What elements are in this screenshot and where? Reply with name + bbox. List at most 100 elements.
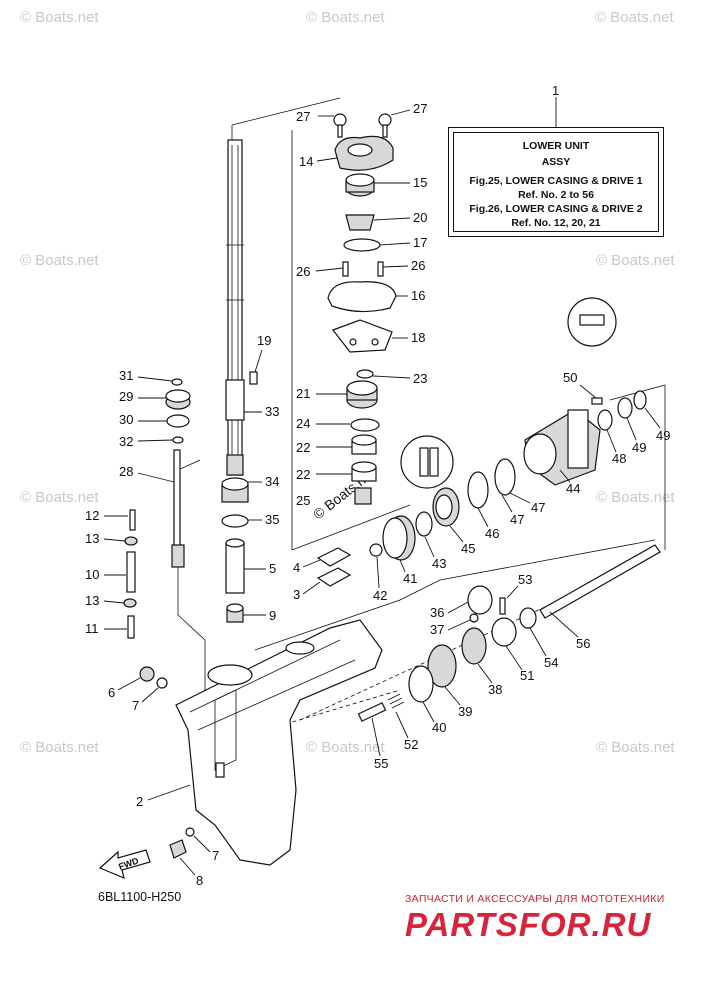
callout-43: 43 (432, 556, 446, 571)
callout-20: 20 (413, 210, 427, 225)
legend-title-1: LOWER UNIT (522, 140, 590, 152)
left-fasteners (123, 509, 168, 689)
shop-subtitle: ЗАПЧАСТИ И АКСЕССУАРЫ ДЛЯ МОТОТЕХНИКИ (405, 893, 665, 905)
callout-16: 16 (411, 288, 425, 303)
callout-27b: 27 (413, 101, 427, 116)
watermark-text: © Boats.net (20, 252, 99, 269)
watermark-text: © Boats.net (596, 489, 675, 506)
callout-24: 24 (296, 416, 310, 431)
watermark-text: © Boats.net (596, 739, 675, 756)
callout-37: 37 (430, 622, 444, 637)
callout-30: 30 (119, 412, 133, 427)
watermark-text: © Boats.net (20, 9, 99, 26)
watermark-text: © Boats.net (20, 489, 99, 506)
watermark-text: © Boats.net (20, 739, 99, 756)
callout-56: 56 (576, 636, 590, 651)
callout-35: 35 (265, 512, 279, 527)
callout-18: 18 (411, 330, 425, 345)
detail-inset-2 (567, 297, 617, 347)
legend-box: LOWER UNIT ASSY Fig.25, LOWER CASING & D… (448, 127, 664, 237)
callout-28: 28 (119, 464, 133, 479)
shop-logo[interactable]: PARTSFOR.RU (405, 906, 652, 943)
prop-shaft-housing (523, 390, 647, 486)
legend-fig1: Fig.25, LOWER CASING & DRIVE 1 (469, 175, 643, 187)
callout-26b: 26 (411, 258, 425, 273)
callout-9: 9 (269, 608, 276, 623)
legend-title-2: ASSY (541, 156, 571, 168)
detail-inset (400, 435, 454, 489)
callout-49b: 49 (632, 440, 646, 455)
callout-54: 54 (544, 655, 558, 670)
callout-12: 12 (85, 508, 99, 523)
shift-rod-seals (165, 378, 191, 444)
legend-ref1: Ref. No. 2 to 56 (518, 189, 594, 201)
callout-53: 53 (518, 572, 532, 587)
callout-labels: 1 27 27 14 15 20 17 26 26 16 18 19 33 (85, 83, 670, 888)
water-pump-group (327, 113, 397, 353)
callout-31: 31 (119, 368, 133, 383)
drive-sleeve-stack (221, 477, 249, 623)
watermark-text: © Boats.net (596, 252, 675, 269)
callout-40: 40 (432, 720, 446, 735)
callout-8: 8 (196, 873, 203, 888)
forward-gear-group (369, 458, 516, 561)
callout-55: 55 (374, 756, 388, 771)
callout-49: 49 (656, 428, 670, 443)
callout-48: 48 (612, 451, 626, 466)
callout-10: 10 (85, 567, 99, 582)
callout-7b: 7 (212, 848, 219, 863)
callout-4: 4 (293, 560, 300, 575)
callout-36: 36 (430, 605, 444, 620)
shift-rod (171, 449, 185, 568)
callout-6: 6 (108, 685, 115, 700)
legend-ref2: Ref. No. 12, 20, 21 (511, 217, 601, 229)
callout-5: 5 (269, 561, 276, 576)
drive-shaft (225, 139, 245, 476)
diagram-code: 6BL1100-H250 (98, 890, 182, 904)
callout-15: 15 (413, 175, 427, 190)
callout-25: 25 (296, 493, 310, 508)
callout-22b: 22 (296, 467, 310, 482)
callout-45: 45 (461, 541, 475, 556)
callout-44: 44 (566, 481, 580, 496)
callout-13: 13 (85, 531, 99, 546)
callout-52: 52 (404, 737, 418, 752)
callout-47b: 47 (510, 512, 524, 527)
callout-32: 32 (119, 434, 133, 449)
callout-13b: 13 (85, 593, 99, 608)
callout-2: 2 (136, 794, 143, 809)
callout-26: 26 (296, 264, 310, 279)
callout-34: 34 (265, 474, 279, 489)
callout-50: 50 (563, 370, 577, 385)
woodruff-key (249, 371, 258, 385)
watermark-text: © Boats.net (306, 9, 385, 26)
callout-22: 22 (296, 440, 310, 455)
watermarks: © Boats.net © Boats.net © Boats.net © Bo… (20, 9, 675, 756)
anodes (316, 547, 352, 587)
callout-27: 27 (296, 109, 310, 124)
callout-47: 47 (531, 500, 545, 515)
callout-33: 33 (265, 404, 279, 419)
callout-1: 1 (552, 83, 559, 98)
legend-fig2: Fig.26, LOWER CASING & DRIVE 2 (469, 203, 643, 215)
propeller-shaft-group (357, 544, 661, 722)
callout-23: 23 (413, 371, 427, 386)
callout-46: 46 (485, 526, 499, 541)
callout-39: 39 (458, 704, 472, 719)
callout-17: 17 (413, 235, 427, 250)
callout-14: 14 (299, 154, 313, 169)
callout-21: 21 (296, 386, 310, 401)
callout-51: 51 (520, 668, 534, 683)
callout-29: 29 (119, 389, 133, 404)
callout-19: 19 (257, 333, 271, 348)
callout-38: 38 (488, 682, 502, 697)
drain-screw (169, 827, 195, 859)
watermark-text: © Boats.net (595, 9, 674, 26)
callout-42: 42 (373, 588, 387, 603)
callout-41: 41 (403, 571, 417, 586)
watermark-text: © Boats.net (306, 739, 385, 756)
callout-3: 3 (293, 587, 300, 602)
callout-7: 7 (132, 698, 139, 713)
